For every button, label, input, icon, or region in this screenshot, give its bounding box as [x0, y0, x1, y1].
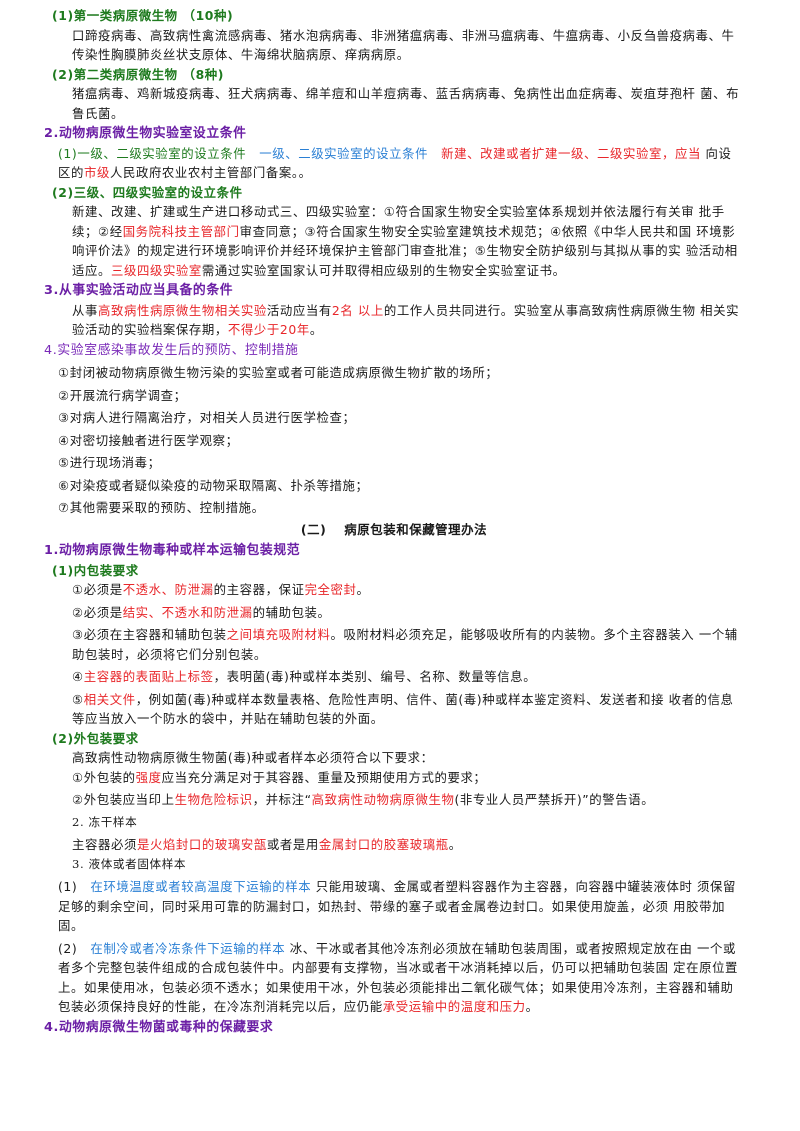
- two-persons-highlight: 2名 以上: [331, 302, 384, 318]
- infection-measures-list: ①封闭被动物病原微生物污染的实验室或者可能造成病原微生物扩散的场所； ②开展流行病…: [44, 363, 744, 518]
- text-span: 主容器必须: [72, 837, 137, 852]
- highlight: 高致病性动物病原微生物: [311, 792, 455, 807]
- outer-req-1: ①外包装的强度应当充分满足对于其容器、重量及预期使用方式的要求；: [44, 768, 744, 788]
- text-span: 。: [448, 837, 462, 852]
- text-span: (非专业人员严禁拆开)”的警告语。: [454, 792, 655, 807]
- highlight: 主容器的表面贴上标签: [83, 669, 214, 684]
- text-span: ，并标注“: [252, 792, 312, 807]
- text-span: 。: [525, 999, 539, 1014]
- liquid-solid-heading: 3. 液体或者固体样本: [72, 856, 187, 871]
- experiment-conditions-paragraph: 从事高致病性病原微生物相关实验活动应当有2名 以上的工作人员共同进行。实验室从事…: [44, 301, 744, 340]
- category-1-list: 口蹄疫病毒、高致病性禽流感病毒、猪水泡病病毒、非洲猪瘟病毒、非洲马瘟病毒、牛瘟病…: [72, 27, 735, 63]
- text-span: 审查同意；③符合国家生物安全实验室建筑技术规范；④依照《中华人民共和国 环境影响…: [72, 223, 738, 278]
- part-2-heading: (二) 病原包装和保藏管理办法: [300, 521, 488, 537]
- state-council-highlight: 国务院科技主管部门: [122, 223, 240, 239]
- highlight: 在环境温度或者较高温度下运输的样本: [90, 879, 312, 894]
- high-pathogen-highlight: 高致病性病原微生物相关实验: [97, 302, 267, 318]
- inner-packaging-heading: (1)内包装要求: [52, 562, 139, 578]
- text-span: ①必须是: [72, 582, 123, 597]
- freeze-dried-paragraph: 主容器必须是火焰封口的玻璃安瓿或者是用金属封口的胶塞玻璃瓶。: [44, 835, 744, 855]
- section-4-title: 4.实验室感染事故发生后的预防、控制措施: [44, 342, 299, 358]
- text-span: ，例如菌(毒)种或样本数量表格、危险性声明、信件、菌(毒)种或样本鉴定资料、发送…: [72, 691, 734, 727]
- highlight: 强度: [135, 769, 162, 785]
- category-2-list: 猪瘟病毒、鸡新城疫病毒、狂犬病病毒、绵羊痘和山羊痘病毒、蓝舌病病毒、兔病性出血症…: [72, 86, 740, 121]
- text-span: 冰、干冰或者其他冷冻剂必须放在辅助包装周围，或者按照规定放在由 一个或者多个完整…: [58, 940, 739, 1015]
- text-span: ，表明菌(毒)种或样本类别、编号、名称、数量等信息。: [213, 669, 537, 684]
- text-span: 的工作人员共同进行。实验室从事高致病性病原微生物 相关实验活动的实验档案保存期，: [72, 302, 740, 338]
- measure-item: ⑥对染疫或者疑似染疫的动物采取隔离、扑杀等措施；: [58, 477, 369, 493]
- text-span: 。: [309, 322, 323, 337]
- text-span: 新建、改建、扩建或生产进口移动式三、四级实验室：①符合国家生物安全实验室体系规划…: [72, 204, 725, 239]
- section-2-title: 2.动物病原微生物实验室设立条件: [44, 126, 247, 141]
- highlight: 之间填充吸附材料: [226, 627, 331, 642]
- measure-item: ⑦其他需要采取的预防、控制措施。: [58, 500, 265, 515]
- text-span: ①外包装的: [72, 769, 136, 785]
- highlight: 完全密封: [304, 582, 357, 597]
- measure-item: ③对病人进行隔离治疗，对相关人员进行医学检查；: [58, 410, 356, 425]
- storage-title: 4.动物病原微生物菌或毒种的保藏要求: [44, 1019, 274, 1035]
- text-span: (2): [58, 940, 91, 956]
- city-level-highlight: 市级: [83, 165, 110, 180]
- measure-item: ②开展流行病学调查；: [58, 387, 187, 403]
- category-1-heading: (1)第一类病原微生物 （10种): [52, 8, 234, 23]
- section-3-title: 3.从事实验活动应当具备的条件: [44, 283, 234, 298]
- text-span: ⑤: [72, 691, 84, 707]
- text-span: 只能用玻璃、金属或者塑料容器作为主容器，向容器中罐装液体时 须保留足够的剩余空间…: [58, 879, 736, 933]
- inner-req-1: ①必须是不透水、防泄漏的主容器，保证完全密封。: [44, 580, 744, 600]
- inner-req-5: ⑤相关文件，例如菌(毒)种或样本数量表格、危险性声明、信件、菌(毒)种或样本鉴定…: [44, 690, 744, 729]
- highlight: 是火焰封口的玻璃安瓿: [136, 837, 267, 852]
- lab-level-1-2-repeat: 一级、二级实验室的设立条件: [259, 145, 429, 161]
- lab-level-1-2-heading: (1)一级、二级实验室的设立条件: [58, 145, 247, 161]
- highlight: 不透水、防泄漏: [122, 582, 214, 597]
- text-span: 的主容器，保证: [213, 582, 305, 597]
- text-span: 人民政府农业农村主管部门备案。。: [109, 165, 312, 180]
- text-span: ②外包装应当印上: [72, 792, 175, 807]
- text-span: 从事: [72, 302, 98, 318]
- freeze-dried-heading: 2. 冻干样本: [72, 814, 138, 829]
- highlight: 生物危险标识: [174, 792, 253, 807]
- transport-packaging-title: 1.动物病原微生物毒种或样本运输包装规范: [44, 543, 301, 558]
- text-span: (1): [58, 879, 91, 894]
- inner-req-2: ②必须是结实、不透水和防泄漏的辅助包装。: [44, 603, 744, 623]
- measure-item: ①封闭被动物病原微生物污染的实验室或者可能造成病原微生物扩散的场所；: [58, 365, 499, 380]
- text-span: 活动应当有: [266, 302, 332, 318]
- text-span: 。: [356, 582, 370, 597]
- highlight: 在制冷或者冷冻条件下运输的样本: [90, 940, 286, 956]
- lab-level-1-2-paragraph: (1)一级、二级实验室的设立条件 一级、二级实验室的设立条件 新建、改建或者扩建…: [44, 144, 744, 183]
- highlight: 结实、不透水和防泄漏: [122, 604, 253, 620]
- text-span: 或者是用: [266, 837, 319, 852]
- category-2-heading: (2)第二类病原微生物 （8种): [52, 66, 225, 82]
- text-span: ④: [72, 669, 84, 684]
- lab-level-3-4-heading: (2)三级、四级实验室的设立条件: [52, 184, 243, 200]
- text-span: 的辅助包装。: [252, 604, 331, 620]
- highlight: 相关文件: [83, 691, 136, 707]
- text-span: 向设区的: [58, 145, 732, 181]
- text-span: ②必须是: [72, 604, 123, 620]
- twenty-years-highlight: 不得少于20年: [227, 322, 310, 337]
- inner-req-4: ④主容器的表面贴上标签，表明菌(毒)种或样本类别、编号、名称、数量等信息。: [44, 667, 744, 687]
- text-span: 。吸附材料必须充足，能够吸收所有的内装物。多个主容器装入 一个辅助包装时，必须将…: [72, 627, 738, 662]
- text-span: 需通过实验室国家认可并取得相应级别的生物安全实验室证书。: [201, 262, 566, 278]
- outer-intro: 高致病性动物病原微生物菌(毒)种或者样本必须符合以下要求：: [72, 750, 434, 765]
- inner-req-3: ③必须在主容器和辅助包装之间填充吸附材料。吸附材料必须充足，能够吸收所有的内装物…: [44, 625, 744, 664]
- liquid-paragraph-1: (1) 在环境温度或者较高温度下运输的样本 只能用玻璃、金属或者塑料容器作为主容…: [44, 877, 744, 936]
- measure-item: ⑤进行现场消毒；: [58, 455, 161, 470]
- outer-packaging-heading: (2)外包装要求: [52, 730, 139, 746]
- lab-level-3-4-paragraph: 新建、改建、扩建或生产进口移动式三、四级实验室：①符合国家生物安全实验室体系规划…: [44, 202, 744, 280]
- lab-level-1-2-highlight: 新建、改建或者扩建一级、二级实验室，应当: [441, 145, 701, 161]
- text-span: ③必须在主容器和辅助包装: [72, 627, 227, 642]
- liquid-paragraph-2: (2) 在制冷或者冷冻条件下运输的样本 冰、干冰或者其他冷冻剂必须放在辅助包装周…: [44, 939, 744, 1017]
- outer-req-2: ②外包装应当印上生物危险标识，并标注“高致病性动物病原微生物(非专业人员严禁拆开…: [44, 790, 744, 810]
- highlight: 金属封口的胶塞玻璃瓶: [318, 837, 449, 852]
- lab-3-4-highlight: 三级四级实验室: [110, 262, 202, 278]
- text-span: 应当充分满足对于其容器、重量及预期使用方式的要求；: [161, 769, 487, 785]
- measure-item: ④对密切接触者进行医学观察；: [58, 432, 239, 448]
- highlight: 承受运输中的温度和压力: [382, 999, 526, 1014]
